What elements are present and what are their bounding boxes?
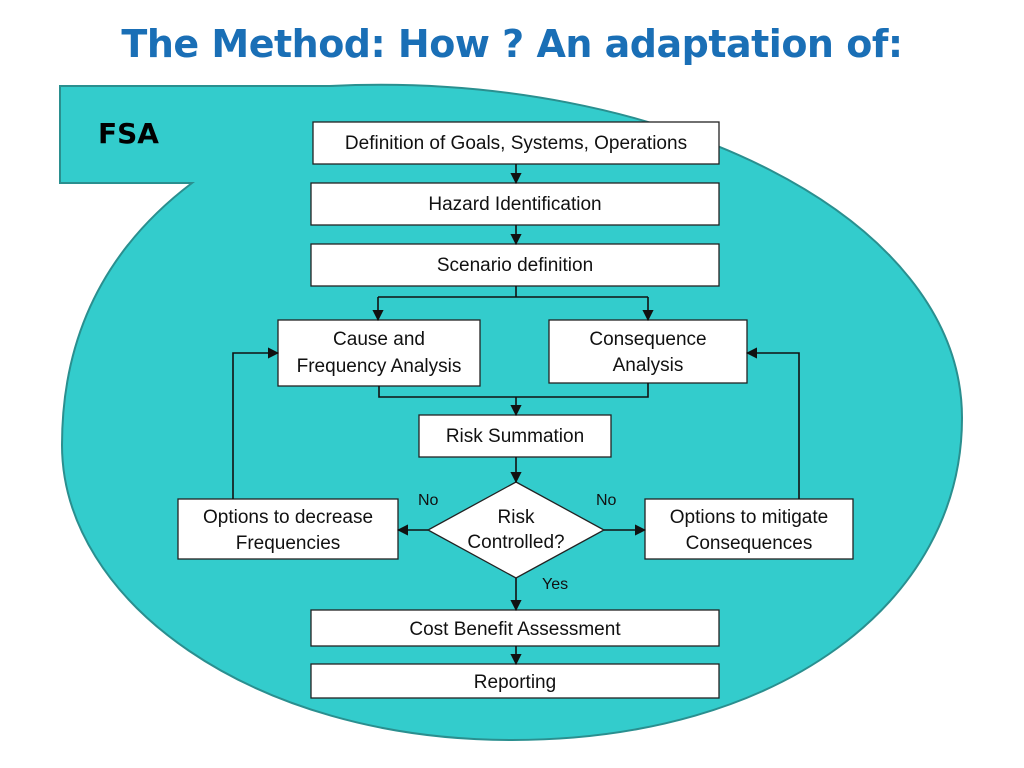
node-hazard-label: Hazard Identification	[428, 194, 601, 215]
node-risk-summation: Risk Summation	[418, 414, 612, 458]
edge-label-no-right: No	[596, 492, 617, 509]
node-consequence-label-line1: Consequence	[589, 329, 706, 350]
node-scenario-label: Scenario definition	[437, 255, 593, 276]
node-goals: Definition of Goals, Systems, Operations	[312, 121, 720, 165]
node-risk-summation-label: Risk Summation	[446, 426, 584, 447]
node-decrease-label-line1: Options to decrease	[203, 507, 373, 528]
node-risk-controlled-decision: Risk Controlled?	[426, 481, 606, 579]
edge-decrease-feedback	[232, 347, 280, 499]
node-consequence-analysis: Consequence Analysis	[548, 319, 748, 384]
edge-label-yes: Yes	[542, 576, 568, 593]
node-reporting: Reporting	[310, 663, 720, 699]
node-reporting-label: Reporting	[474, 672, 556, 693]
node-cause-label-line1: Cause and	[333, 329, 425, 350]
node-hazard-identification: Hazard Identification	[310, 182, 720, 226]
node-cause-frequency-analysis: Cause and Frequency Analysis	[277, 319, 481, 387]
node-options-mitigate-consequences: Options to mitigate Consequences	[644, 498, 854, 560]
node-cost-benefit-assessment: Cost Benefit Assessment	[310, 609, 720, 647]
node-options-decrease-frequencies: Options to decrease Frequencies	[177, 498, 399, 560]
node-consequence-label-line2: Analysis	[613, 355, 684, 376]
node-goals-label: Definition of Goals, Systems, Operations	[345, 133, 687, 154]
edge-analyses-join	[378, 383, 649, 398]
node-mitigate-label-line1: Options to mitigate	[670, 507, 828, 528]
node-cause-label-line2: Frequency Analysis	[297, 356, 462, 377]
node-decrease-label-line2: Frequencies	[236, 533, 341, 554]
node-mitigate-label-line2: Consequences	[686, 533, 813, 554]
node-decision-label-line2: Controlled?	[467, 532, 564, 553]
edge-label-no-left: No	[418, 492, 439, 509]
edge-mitigate-feedback	[745, 347, 800, 499]
node-decision-label-line1: Risk	[498, 507, 535, 528]
fsa-label: FSA	[98, 117, 159, 150]
page-title: The Method: How ? An adaptation of:	[121, 22, 903, 66]
node-cost-benefit-label: Cost Benefit Assessment	[409, 619, 621, 640]
node-scenario-definition: Scenario definition	[310, 243, 720, 287]
